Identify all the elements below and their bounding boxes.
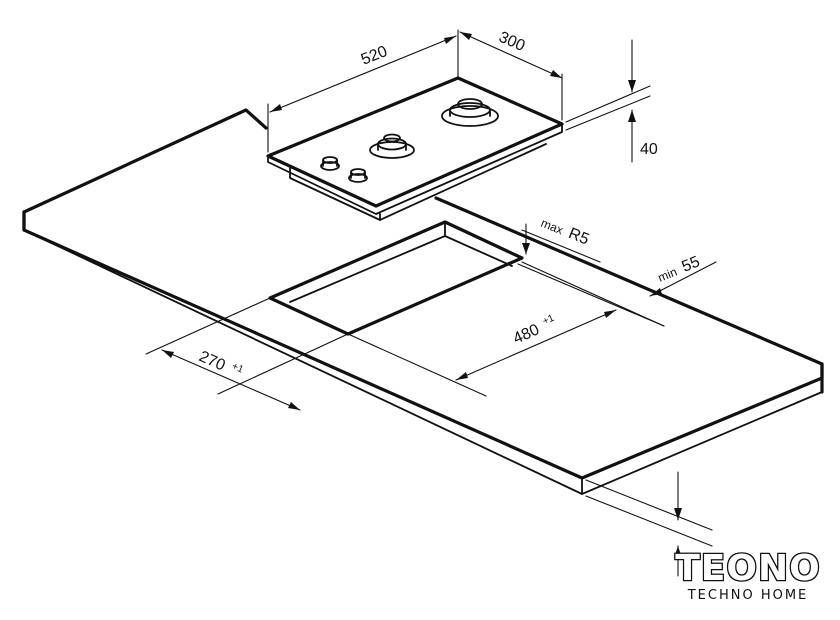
dimension-hob-height: 40 — [565, 39, 658, 163]
dimension-countertop-thickness — [585, 471, 713, 577]
svg-text:480 +1: 480 +1 — [510, 313, 559, 348]
label-radius-value: R5 — [566, 225, 591, 248]
svg-text:270 +1: 270 +1 — [196, 347, 245, 382]
cutout-left-wall — [289, 235, 446, 303]
brand-tagline: TECHNO HOME — [687, 588, 809, 603]
large-burner — [441, 98, 499, 127]
countertop-outline — [22, 108, 824, 480]
svg-text:min 55: min 55 — [655, 253, 702, 285]
cutout-back-wall — [444, 221, 513, 267]
label-cutout-width: 270 — [196, 348, 227, 374]
dimension-corner-radius: max R5 — [521, 214, 601, 263]
cutout-opening — [268, 220, 524, 336]
label-hob-depth: 300 — [496, 29, 527, 55]
label-cutout-length: 480 — [511, 321, 542, 347]
label-edge-value: 55 — [680, 253, 703, 275]
brand-logo: TEONO TECHNO HOME — [664, 548, 832, 604]
hob-top-plate — [266, 76, 564, 208]
dimension-hob-depth: 300 — [459, 29, 563, 121]
brand-name: TEONO — [674, 548, 821, 589]
dimension-cutout-width: 270 +1 — [145, 297, 349, 411]
countertop — [22, 108, 824, 495]
control-knob-2 — [348, 168, 368, 183]
control-knob-1 — [320, 156, 340, 171]
label-cutout-width-tol: +1 — [230, 361, 245, 376]
dimension-cutout-length: 480 +1 — [347, 261, 665, 397]
hob-plate-edge — [267, 123, 563, 215]
label-cutout-length-tol: +1 — [541, 313, 556, 328]
label-hob-height: 40 — [640, 141, 658, 158]
dimension-edge-distance: min 55 — [517, 253, 717, 327]
hob-body — [289, 143, 547, 221]
gas-hob — [266, 76, 564, 221]
small-burner — [369, 133, 415, 159]
label-radius-prefix: max — [539, 216, 565, 237]
svg-text:max R5: max R5 — [539, 214, 592, 249]
label-edge-prefix: min — [656, 265, 679, 285]
countertop-bottom-edge — [23, 229, 583, 495]
cutout-rim — [268, 220, 524, 336]
